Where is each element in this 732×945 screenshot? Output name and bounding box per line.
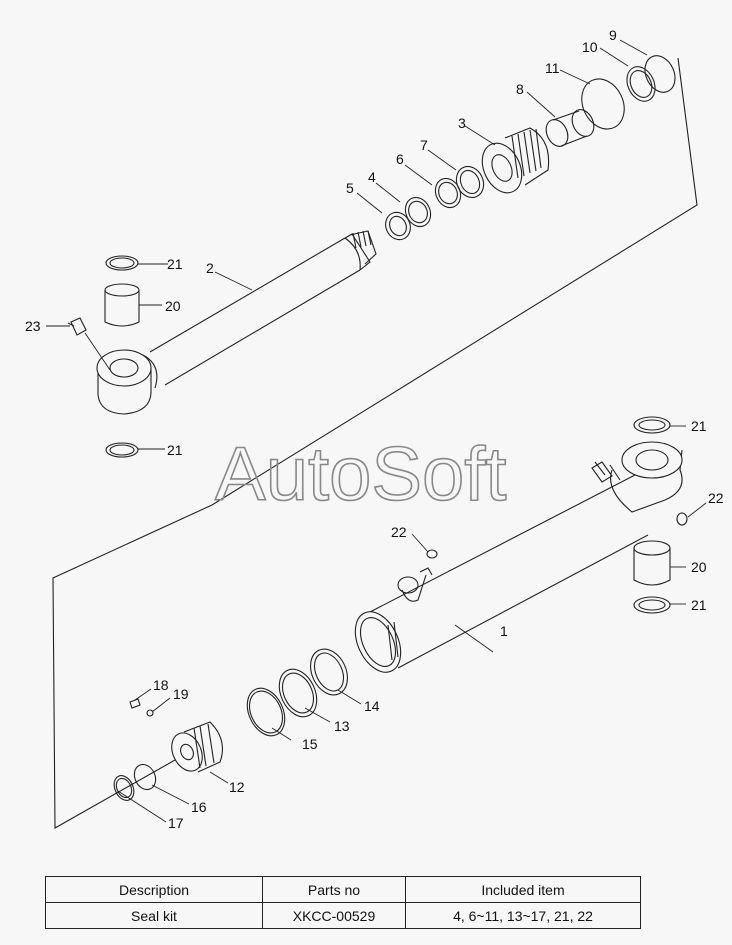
table-header-row: Description Parts no Included item [45, 876, 641, 903]
bushing-20-upper [104, 283, 140, 327]
grease-nipple-tube [591, 461, 613, 483]
callout-23: 23 [25, 318, 41, 334]
exploded-cylinder-diagram: AutoSoft 1 2 3 4 5 6 7 8 9 10 11 12 13 1… [25, 27, 724, 831]
callout-21-lower-bottom: 21 [691, 597, 707, 613]
cell-included-item: 4, 6~11, 13~17, 21, 22 [405, 902, 641, 929]
callout-18: 18 [153, 677, 169, 693]
piston-rod [149, 230, 377, 386]
boundary-line-top [211, 57, 698, 506]
header-included-item: Included item [405, 876, 641, 903]
callout-6: 6 [396, 151, 404, 167]
callout-20-upper: 20 [165, 298, 181, 314]
table-row: Seal kit XKCC-00529 4, 6~11, 13~17, 21, … [45, 902, 641, 929]
callout-21-lower-top: 21 [691, 418, 707, 434]
seal-7 [455, 165, 485, 199]
parts-table: Description Parts no Included item Seal … [45, 876, 641, 929]
header-description: Description [45, 876, 263, 903]
dust-seal-21-lower-bottom [633, 596, 671, 614]
seal-16 [133, 763, 157, 791]
callout-13: 13 [334, 718, 350, 734]
callout-19: 19 [173, 686, 189, 702]
callout-7: 7 [420, 137, 428, 153]
piston-12 [171, 721, 223, 773]
seal-14 [310, 648, 348, 696]
seal-13 [278, 668, 318, 718]
callout-22-port: 22 [391, 524, 407, 540]
seal-5 [385, 211, 411, 241]
callout-21-upper-bottom: 21 [167, 442, 183, 458]
port-fitting [397, 567, 433, 602]
boundary-line-bottom [52, 504, 213, 829]
callout-9: 9 [609, 27, 617, 43]
o-ring-22-port [426, 549, 438, 559]
ball-19 [146, 709, 154, 717]
callout-20-lower: 20 [691, 559, 707, 575]
seal-10 [626, 66, 656, 102]
grease-nipple-23 [67, 317, 87, 336]
callout-16: 16 [191, 799, 207, 815]
callout-10: 10 [582, 39, 598, 55]
tube-eye [594, 441, 683, 513]
callout-4: 4 [368, 169, 376, 185]
callout-3: 3 [458, 115, 466, 131]
seal-4 [404, 196, 432, 228]
callout-11: 11 [545, 60, 560, 76]
cell-description: Seal kit [45, 902, 263, 929]
dust-seal-21-upper-bottom [105, 442, 139, 458]
dust-seal-21-upper-top [105, 255, 139, 271]
callout-15: 15 [302, 736, 318, 752]
callout-12: 12 [229, 779, 245, 795]
callout-21-upper-top: 21 [167, 256, 183, 272]
backup-ring-11 [581, 78, 625, 130]
callout-17: 17 [168, 815, 184, 831]
set-screw-18 [129, 698, 141, 709]
bushing-8 [545, 109, 595, 147]
callout-1: 1 [500, 623, 508, 639]
dust-wiper-9 [644, 55, 676, 93]
bushing-20-lower [633, 540, 671, 586]
dust-seal-21-lower-top [633, 416, 671, 434]
callout-5: 5 [346, 180, 354, 196]
watermark: AutoSoft [215, 432, 507, 517]
rod-eye [96, 349, 158, 415]
callout-14: 14 [364, 698, 380, 714]
header-parts-no: Parts no [262, 876, 406, 903]
callout-22-eye: 22 [708, 490, 724, 506]
seal-17 [113, 775, 135, 801]
rod-cover-3 [481, 127, 550, 194]
cylinder-tube [354, 474, 649, 673]
seal-15 [246, 687, 286, 737]
callout-8: 8 [516, 81, 524, 97]
leader-lines [46, 39, 707, 823]
o-ring-22-eye [676, 512, 688, 526]
cell-parts-no: XKCC-00529 [262, 902, 406, 929]
callout-2: 2 [206, 260, 214, 276]
